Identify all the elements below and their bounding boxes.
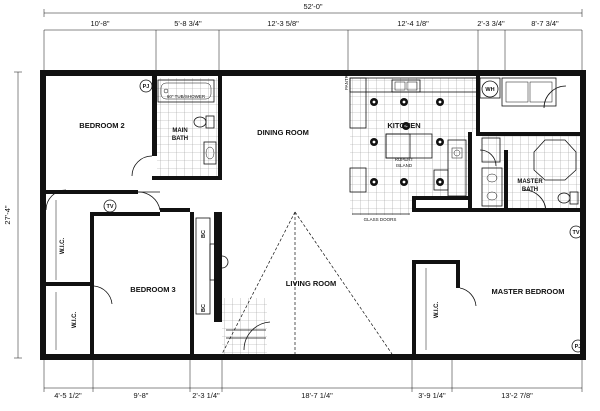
sink-main-bath [203,141,217,165]
room-label-wic-3: W.I.C. [434,302,440,319]
room-label-bedroom-3: BEDROOM 3 [130,285,175,294]
tv-tag-2: TV [572,230,579,236]
bottom-dim-4: 18'-7 1/4" [301,391,333,400]
tub-shower [157,79,215,103]
entry-lines [226,329,266,339]
top-dim-1: 10'-8" [90,19,109,28]
tile-floors [157,78,582,358]
room-label-wic-1: W.I.C. [60,238,66,255]
tv-tag-1: TV [106,204,113,210]
vault-lines [221,211,393,355]
room-label-dining: DINING ROOM [257,128,309,137]
bottom-dim-3: 2'-3 1/4" [192,391,220,400]
rupert-island-label-2: ISLAND [396,163,413,168]
bottom-dim-2: 9'-8" [134,391,149,400]
tub-shower-label: 60" TUB/SHOWER [167,94,206,99]
room-label-bedroom-2: BEDROOM 2 [79,121,124,130]
bc-tag-2: BC [201,304,207,312]
bottom-dim-5: 3'-9 1/4" [418,391,446,400]
room-label-master-bath-1: MASTER [517,179,543,185]
overall-width-label: 52'-0" [303,2,322,11]
bottom-dim-1: 4'-5 1/2" [54,391,82,400]
top-dim-6: 8'-7 3/4" [531,19,559,28]
top-dim-3: 12'-3 5/8" [267,19,299,28]
walls [40,70,586,360]
room-label-main-bath-1: MAIN [172,128,187,134]
top-dim-2: 5'-8 3/4" [174,19,202,28]
door-swings [45,71,567,351]
ceiling-lights [370,98,444,186]
kitchen-counters [349,77,479,197]
water-heater-icon [481,80,499,98]
glass-doors-label: GLASS DOORS [364,217,397,222]
room-label-living: LIVING ROOM [286,279,336,288]
water-heater-label: WH [485,87,494,93]
pj-tag-2: PJ [575,344,582,350]
room-label-master-bath-2: BATH [522,187,538,193]
bc-tag-1: BC [201,230,207,238]
toilet-main-bath [193,115,215,129]
pj-tag-1: PJ [143,84,150,90]
room-label-wic-2: W.I.C. [72,312,78,329]
tag-circles [103,79,585,353]
top-dim-4: 12'-4 1/8" [397,19,429,28]
room-label-main-bath-2: BATH [172,136,188,142]
pantry-label: PANTRY [344,72,349,90]
rupert-island-label-1: RUPERT [395,157,414,162]
master-bath-fixtures [481,137,579,207]
overall-depth-label: 27'-4" [3,205,12,224]
bottom-dim-6: 13'-2 7/8" [501,391,533,400]
dimension-lines [14,9,583,392]
room-label-master-bedroom: MASTER BEDROOM [492,287,565,296]
laundry-area [479,77,557,107]
top-dim-5: 2'-3 3/4" [477,19,505,28]
room-label-kitchen: KITCHEN [387,121,420,130]
media-unit [209,243,229,281]
closet-shelves [55,200,427,350]
